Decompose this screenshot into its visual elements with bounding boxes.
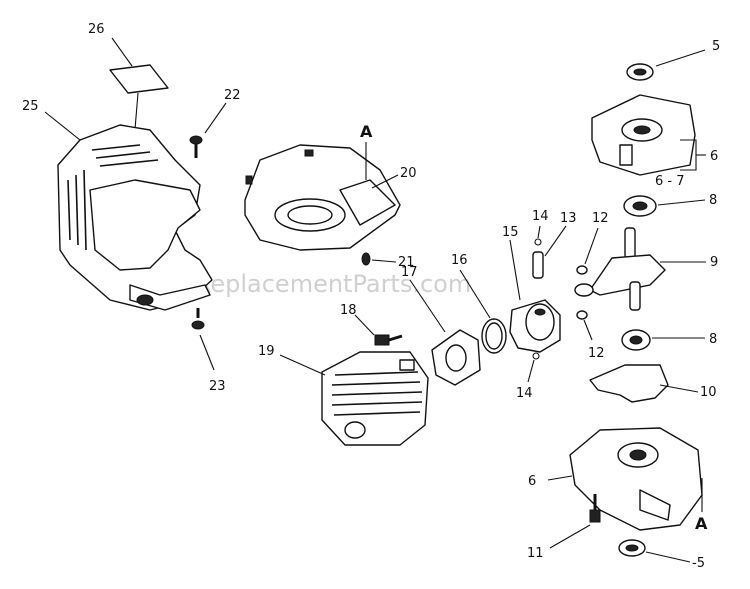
callout-19: 19 [258,344,275,359]
part-25-cylinder-cover [57,124,213,311]
callout-26: 26 [88,22,105,37]
part-8-bearing-upper [623,195,657,217]
part-19-cylinder [321,351,429,446]
part-8-bearing-lower [621,329,651,351]
callout-14-upper: 14 [532,209,549,224]
callout-6-7: 6 - 7 [655,174,685,189]
part-13-piston-pin [532,251,544,279]
callout-15: 15 [502,225,519,240]
callout-a-bottom: A [695,514,708,533]
callout-6-upper: 6 [710,149,718,164]
callout-8-upper: 8 [709,193,717,208]
callout-6-lower: 6 [528,474,536,489]
part-5-oil-seal-lower [618,539,646,557]
callout-12-lower: 12 [588,346,605,361]
callout-9: 9 [710,255,718,270]
part-22-screw [189,135,203,158]
callout-14-lower: 14 [516,386,533,401]
part-6-crankcase-upper [591,94,696,176]
callout-5-upper: 5 [712,39,720,54]
callout-13: 13 [560,211,577,226]
callout-17: 17 [401,265,418,280]
part-9-crankshaft [574,227,666,311]
part-26-label-decal [109,64,169,94]
callout-25: 25 [22,99,39,114]
part-14-clip-upper [534,238,542,246]
part-12-needle-bearing-upper [576,265,588,275]
callout-10: 10 [700,385,717,400]
part-10-crankcase-gasket [589,364,669,403]
part-14-clip-lower [532,352,540,360]
part-12-needle-bearing-lower [576,310,588,320]
callout-21: 21 [398,255,415,270]
callout-8-lower: 8 [709,332,717,347]
callout-16: 16 [451,253,468,268]
part-16-piston-ring [481,318,507,354]
part-17-gasket [431,329,481,386]
part-15-piston [509,299,561,353]
callout-a-top: A [360,122,373,141]
part-5-oil-seal-upper [626,63,654,81]
part-18-spark-plug [374,334,403,346]
callout-12-upper: 12 [592,211,609,226]
callout-11: 11 [527,546,544,561]
callout-23: 23 [209,379,226,394]
part-20-fan-housing [244,144,401,251]
part-21-bolt [361,252,371,266]
watermark-text: eReplacementParts.com [180,270,471,298]
callout-20: 20 [400,166,417,181]
part-23-screw [191,308,205,330]
callout-18: 18 [340,303,357,318]
callout-22: 22 [224,88,241,103]
callout-5-lower: -5 [692,556,705,571]
part-6-crankcase-lower [569,427,703,531]
part-11-screw [589,494,601,523]
